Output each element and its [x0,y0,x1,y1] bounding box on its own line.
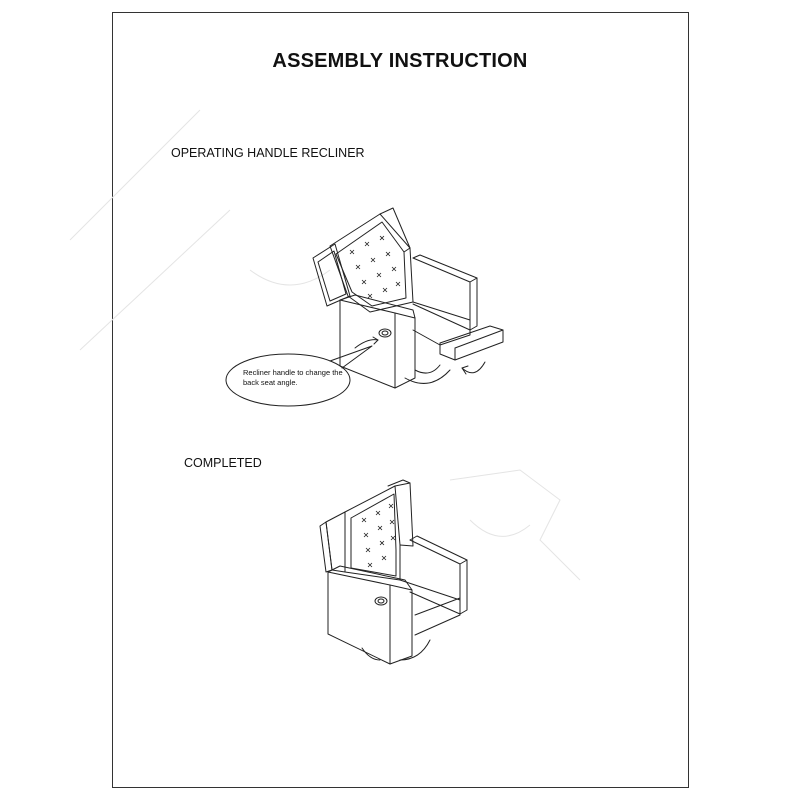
callout-bubble [225,345,373,407]
callout-text-recliner-handle: Recliner handle to change the back seat … [243,368,343,387]
section-label-operating-handle: OPERATING HANDLE RECLINER [171,146,365,160]
page-border [112,12,689,788]
page-title: ASSEMBLY INSTRUCTION [272,50,528,72]
section-label-completed: COMPLETED [184,456,262,470]
recliner-chair-upright-icon [319,479,468,665]
recliner-chair-reclined-icon [312,207,504,389]
watermark [69,109,581,581]
